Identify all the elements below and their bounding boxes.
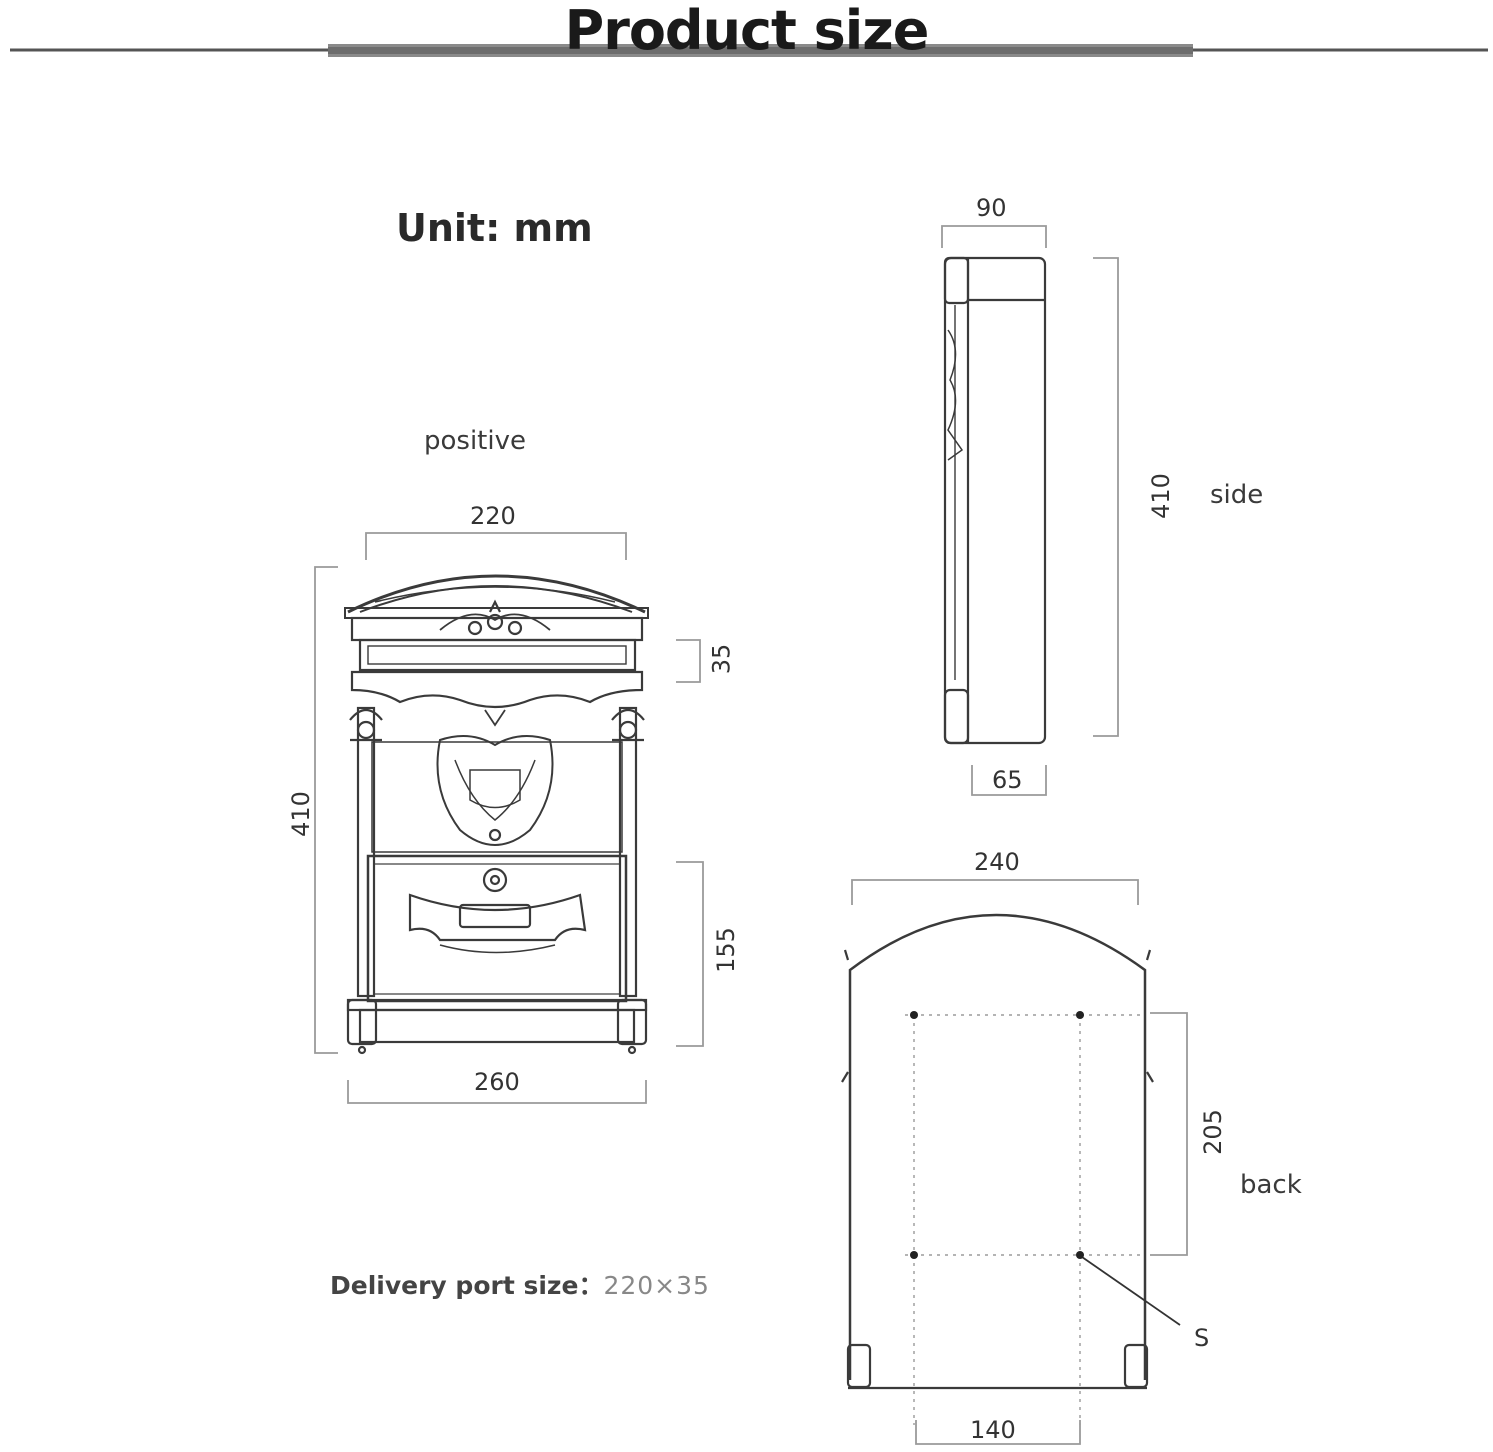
delivery-port-value: 220×35 [603, 1271, 710, 1300]
side-view-mailbox [943, 256, 1047, 745]
dim-back-hole-spacing-v: 205 [1198, 1109, 1227, 1155]
screw-label: S [1194, 1324, 1210, 1352]
dim-front-bottom-width: 260 [474, 1068, 520, 1096]
dim-front-door-height: 155 [711, 927, 740, 973]
back-hole-guides [905, 1014, 1145, 1425]
title-rule [10, 44, 1488, 57]
dim-side-height: 410 [1146, 473, 1175, 519]
screw-leader [1081, 1256, 1181, 1326]
page-title: Product size [564, 0, 930, 62]
unit-label: Unit: mm [396, 206, 593, 250]
dim-side-top-depth: 90 [976, 194, 1007, 222]
side-dimensions [941, 225, 1119, 796]
dim-front-slot-height: 35 [707, 643, 736, 675]
title-bar: Product size [0, 0, 1493, 62]
back-dimensions [851, 879, 1188, 1445]
delivery-port-label: Delivery port size： [330, 1271, 604, 1300]
back-mounting-holes [910, 1011, 1084, 1259]
view-label-positive: positive [424, 426, 526, 456]
view-label-side: side [1210, 480, 1264, 510]
dim-side-bottom-depth: 65 [992, 766, 1023, 794]
dim-front-height: 410 [286, 791, 315, 837]
back-view-mailbox [841, 913, 1154, 1390]
front-dimensions [314, 532, 704, 1104]
delivery-port-note: Delivery port size：220×35 [330, 1266, 710, 1302]
front-view-mailbox [344, 574, 649, 1055]
dim-back-width: 240 [974, 848, 1020, 876]
view-label-back: back [1240, 1170, 1302, 1200]
dim-back-hole-spacing-h: 140 [970, 1416, 1016, 1444]
dim-front-top-width: 220 [470, 502, 516, 530]
